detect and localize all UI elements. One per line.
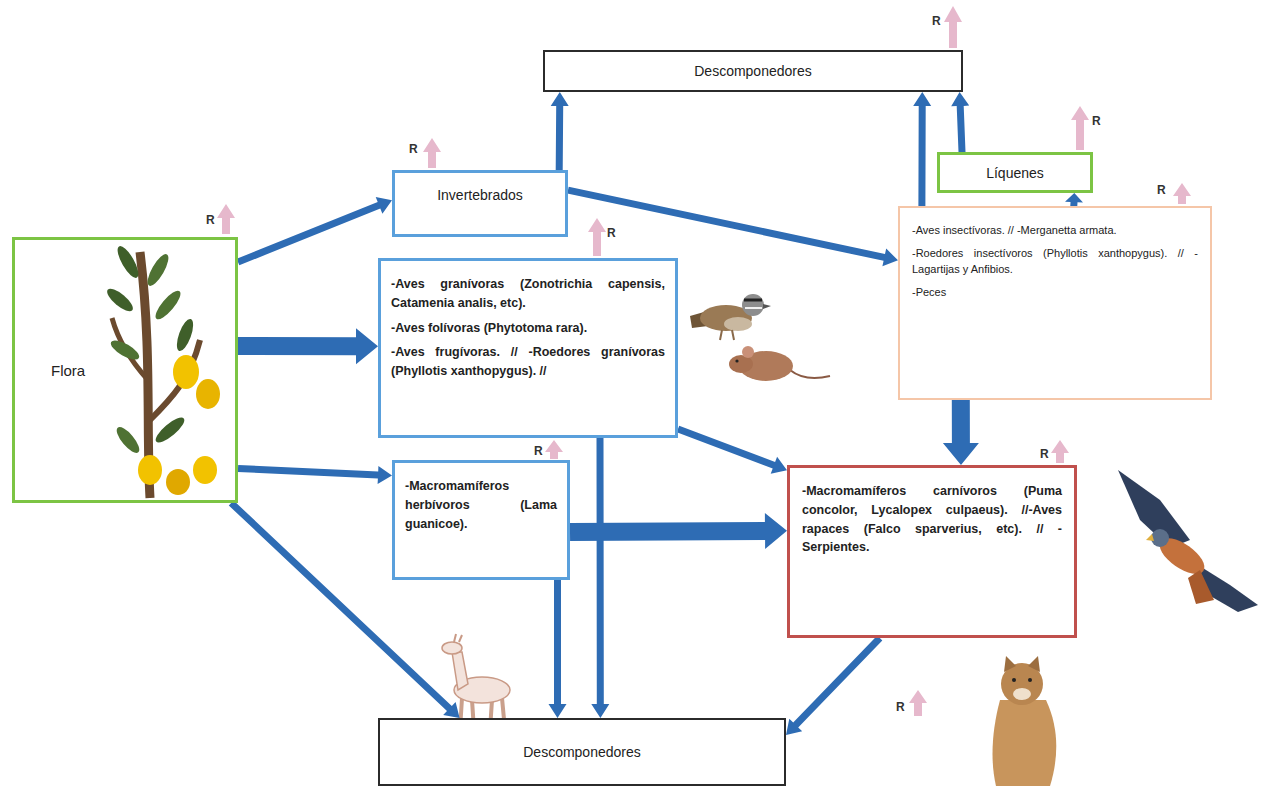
falcon-illustration [1118,470,1258,612]
node-text: -Aves folívoras (Phytotoma rara). [391,319,665,338]
sparrow-legs [720,330,734,340]
plant-flower [173,355,199,389]
puma-eye [1012,678,1016,682]
flow-arrow [591,438,609,718]
consumer-box: -Macromamíferos herbívoros (Lama guanico… [392,460,570,580]
node-text: -Aves frugívoras. // -Roedores granívora… [391,343,665,381]
puma-illustration [993,656,1057,786]
guanaco-ears [454,634,462,642]
plant-leaf [108,337,142,363]
flow-arrow [551,92,569,170]
node-text: -Aves insectívoras. // -Merganetta armat… [912,222,1198,239]
mouse-tail [790,370,830,378]
node-text: Flora [51,362,111,379]
sparrow-beak [763,304,771,309]
plant-flower [196,379,220,409]
flow-arrow [943,400,979,465]
node-text: Descomponedores [694,63,812,79]
mouse-ear [742,346,754,358]
respiration-label: R [409,142,418,156]
respiration-label: R [1157,183,1166,197]
respiration-arrow [909,690,927,716]
plant-leaf [114,243,142,280]
puma-body [993,700,1057,786]
sparrow-stripe [745,307,762,309]
plant-leaf [174,317,197,353]
puma-eye [1028,678,1032,682]
plant-flower [166,469,190,495]
puma-ear [1028,656,1040,672]
flow-arrow [238,328,378,364]
plant-illustration [104,243,220,498]
puma-muzzle [1013,688,1031,700]
puma-ear [1004,656,1016,672]
flora-box: Flora [12,237,238,503]
decomposer-box: Descomponedores [378,718,786,786]
respiration-label: R [206,213,215,227]
mouse-eye [735,359,738,362]
sparrow-breast [724,317,752,331]
consumer-box: -Aves granívoras (Zonotrichia capensis, … [378,258,678,438]
node-text: -Macromamíferos carnívoros (Puma concolo… [802,482,1062,557]
flow-arrow [1065,193,1083,206]
falcon-tail [1188,570,1214,604]
node-text: -Peces [912,284,1198,301]
consumer-box: -Aves insectívoras. // -Merganetta armat… [898,206,1212,400]
lichen-box: Líquenes [937,152,1093,193]
decomposer-box: Descomponedores [543,50,963,92]
flow-arrow [238,465,392,484]
plant-leaf [113,424,143,456]
sparrow-illustration [690,294,771,340]
respiration-label: R [932,14,941,28]
respiration-arrow [944,6,962,48]
plant-leaf [144,251,172,288]
predator-box: -Macromamíferos carnívoros (Puma concolo… [787,465,1077,638]
sparrow-stripe [744,299,762,302]
mouse-illustration [729,346,830,381]
invertebrate-box: Invertebrados [392,170,568,237]
flow-arrow [549,580,567,718]
flow-arrow [786,636,882,735]
guanaco-neck [452,652,468,690]
respiration-label: R [896,700,905,714]
flow-arrow [570,513,787,549]
node-text: Invertebrados [401,187,559,203]
respiration-arrow [217,204,235,234]
plant-flower [138,455,162,485]
respiration-arrow [1173,183,1191,204]
falcon-head [1151,529,1169,547]
plant-flower [193,456,217,484]
sparrow-head [742,294,764,316]
node-text: Líquenes [986,165,1044,181]
flow-arrow [913,92,931,206]
respiration-label: R [1092,114,1101,128]
plant-leaf [152,287,184,322]
falcon-beak [1146,534,1154,541]
falcon-wing [1118,470,1190,548]
plant-leaf [104,285,136,315]
plant-leaf [152,414,187,446]
flow-arrow [951,92,969,152]
respiration-arrow [1051,440,1069,463]
flow-arrow [237,197,392,265]
node-text: -Aves granívoras (Zonotrichia capensis, … [391,275,665,313]
respiration-arrow [588,218,606,256]
guanaco-head [442,642,462,654]
node-text: -Roedores insectívoros (Phyllotis xantho… [912,245,1198,278]
respiration-arrow [423,138,441,168]
plant-stem [150,340,200,420]
flow-arrow [677,426,787,474]
respiration-label: R [534,444,543,458]
node-text: Descomponedores [523,744,641,760]
flow-arrow [567,187,898,267]
respiration-arrow [1071,106,1089,150]
node-text: -Macromamíferos herbívoros (Lama guanico… [405,477,557,533]
respiration-label: R [607,226,616,240]
respiration-label: R [1040,447,1049,461]
respiration-arrow [545,440,563,459]
